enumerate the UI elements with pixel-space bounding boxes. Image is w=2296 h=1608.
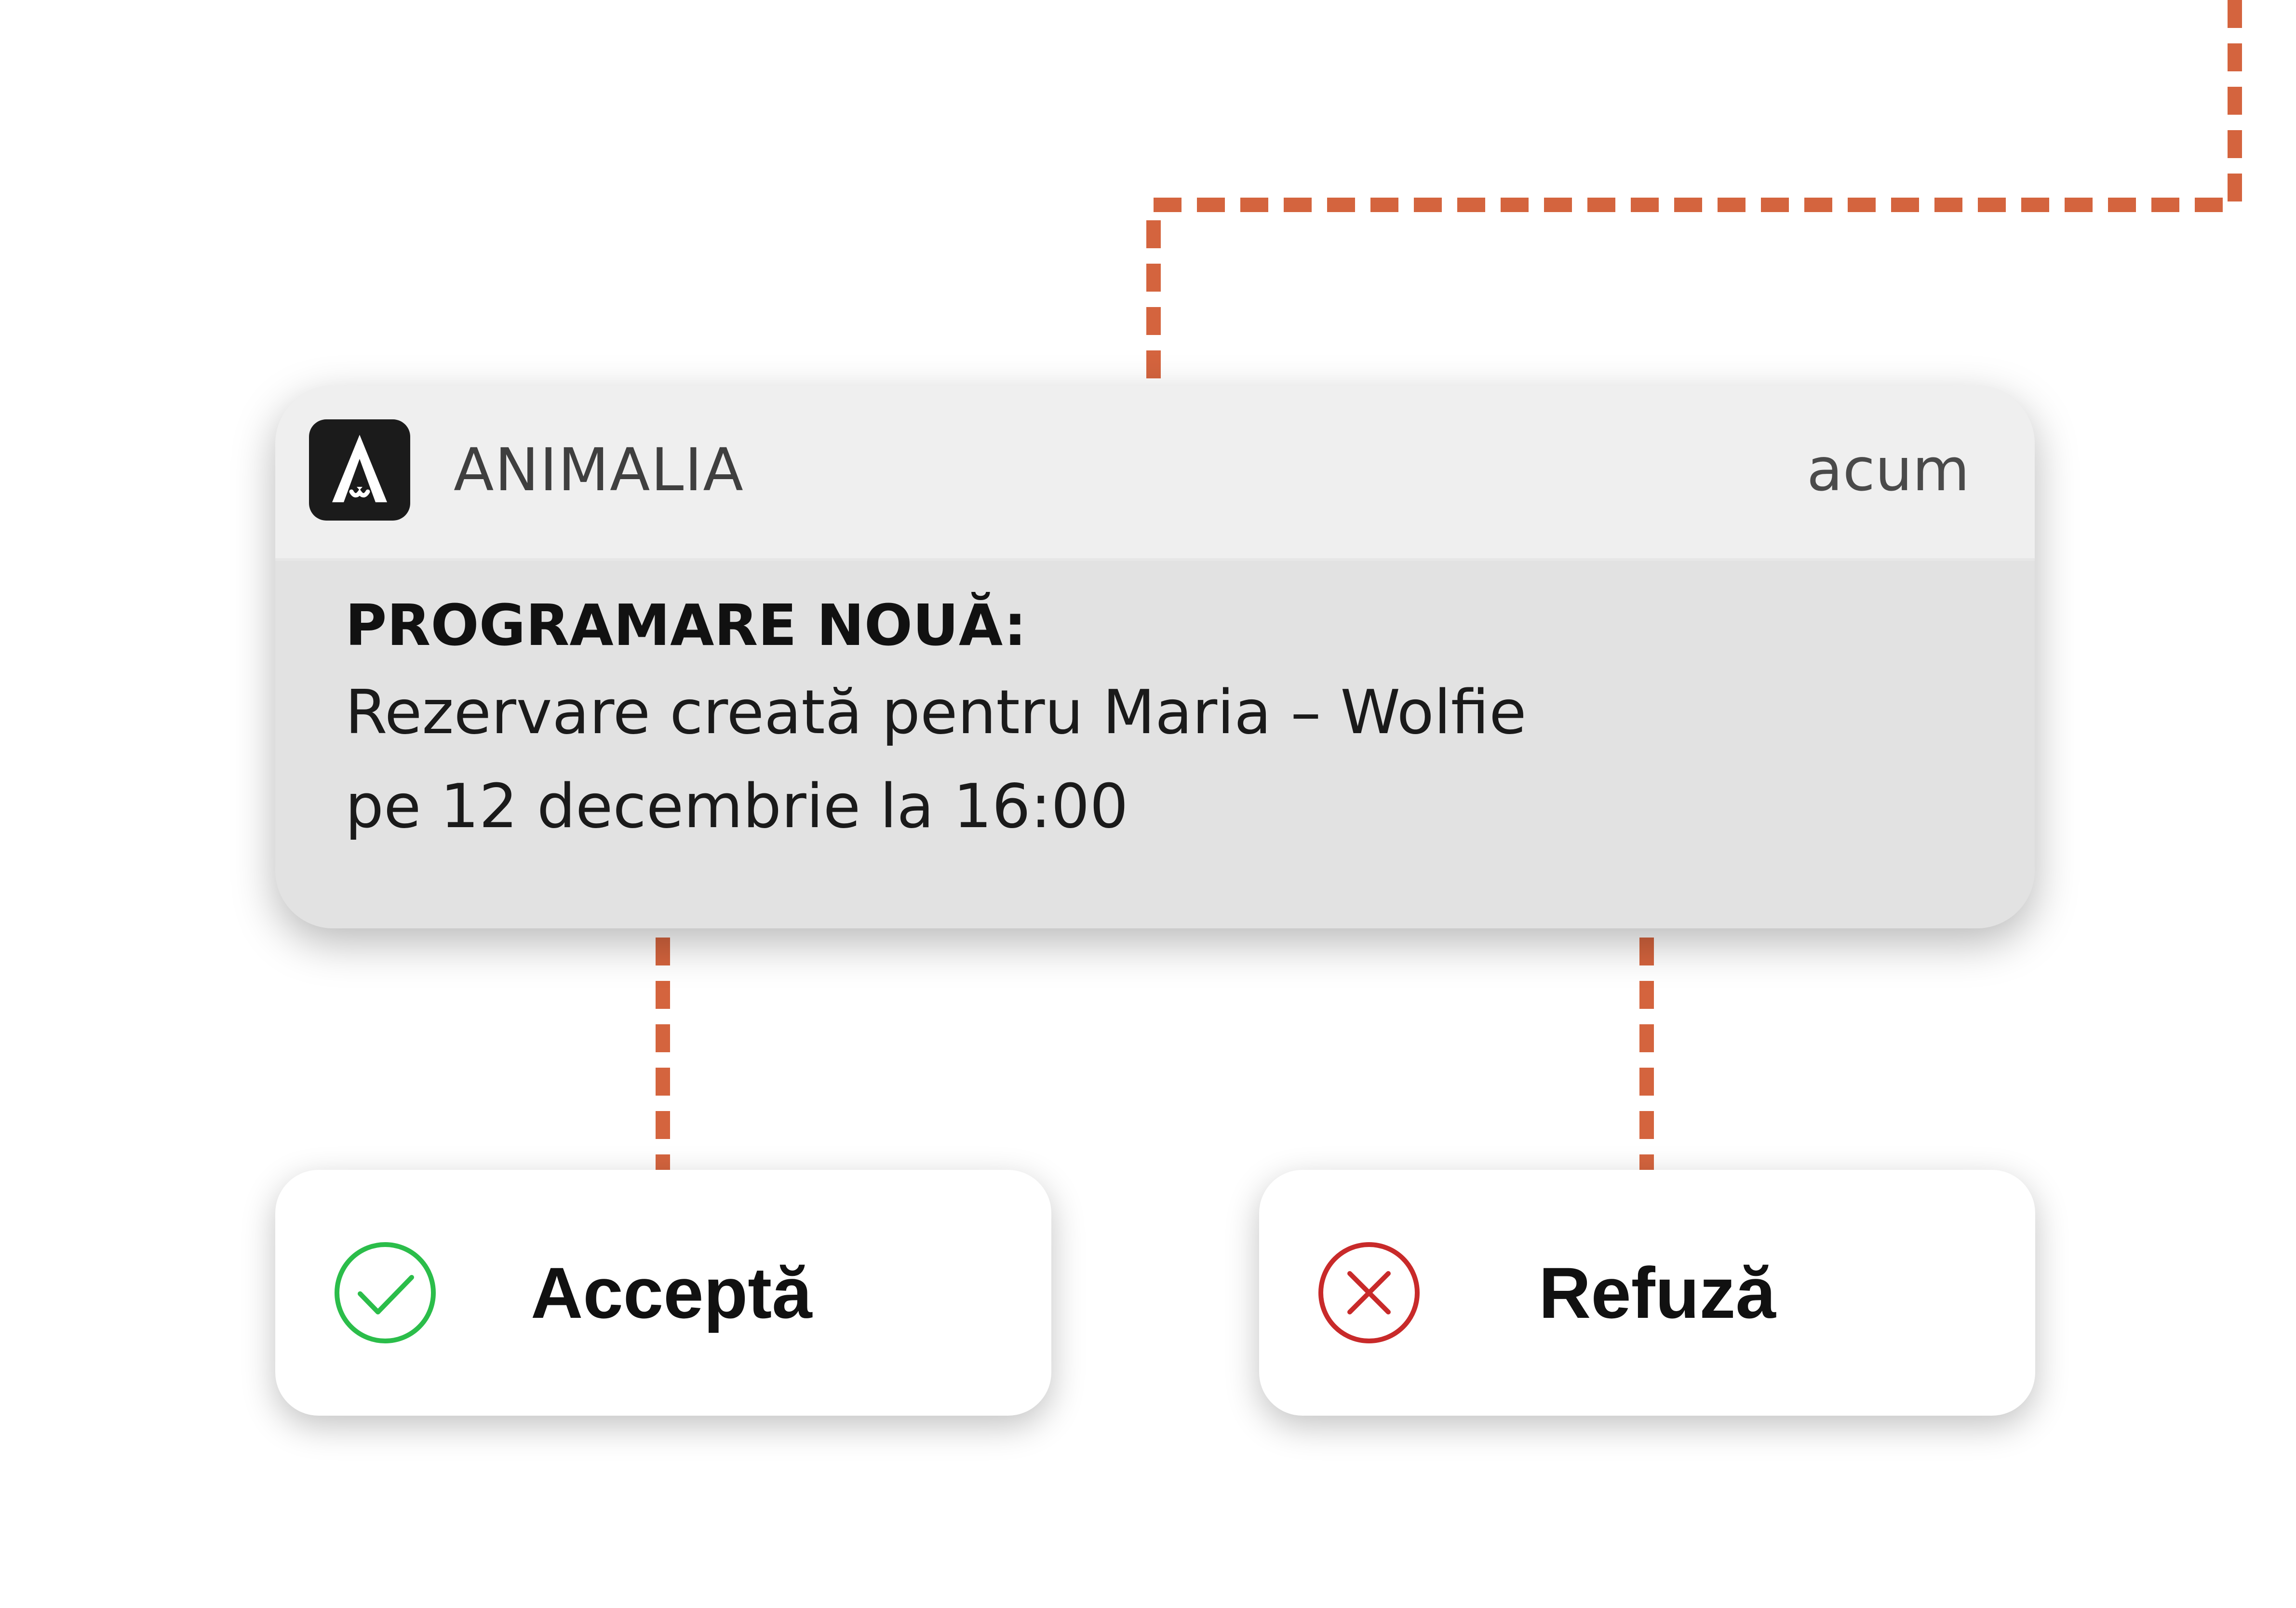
notification-message-line-1: Rezervare creată pentru Maria – Wolfie xyxy=(345,677,1527,748)
notification-message-line-2: pe 12 decembrie la 16:00 xyxy=(345,771,1128,842)
accept-button-label: Acceptă xyxy=(531,1252,812,1333)
notification-time: acum xyxy=(1806,436,1970,504)
notification-title: PROGRAMARE NOUĂ: xyxy=(345,592,1027,658)
accept-button[interactable]: Acceptă xyxy=(275,1170,1051,1416)
check-circle-icon xyxy=(332,1240,438,1346)
app-name: ANIMALIA xyxy=(454,436,744,504)
refuse-button[interactable]: Refuză xyxy=(1259,1170,2035,1416)
animalia-logo-icon xyxy=(309,419,410,521)
notification-card[interactable]: ANIMALIA acum PROGRAMARE NOUĂ: Rezervare… xyxy=(275,386,2035,928)
close-circle-icon xyxy=(1316,1240,1422,1346)
refuse-button-label: Refuză xyxy=(1539,1252,1776,1333)
notification-body: PROGRAMARE NOUĂ: Rezervare creată pentru… xyxy=(345,586,1936,853)
notification-header: ANIMALIA acum xyxy=(275,386,2035,561)
